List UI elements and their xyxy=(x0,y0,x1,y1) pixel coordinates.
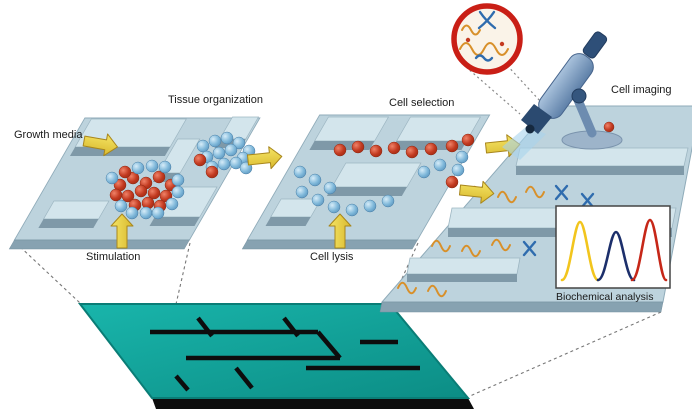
chromatogram-peak-2 xyxy=(596,230,636,282)
lens-dot xyxy=(465,37,471,43)
objective-tip xyxy=(525,124,535,134)
label-cell-imaging: Cell imaging xyxy=(611,84,672,96)
arrow-stimulation xyxy=(110,213,134,249)
label-cell-lysis: Cell lysis xyxy=(310,251,354,263)
imaged-cell xyxy=(603,121,615,133)
chip-channels xyxy=(150,316,420,392)
magnifier-lens-icon xyxy=(451,3,542,115)
eyepiece xyxy=(582,31,608,59)
microfluidic-chip xyxy=(77,303,474,409)
cell-cluster-blue xyxy=(193,131,256,179)
lens-ring xyxy=(451,3,523,75)
label-growth-media: Growth media xyxy=(14,129,83,141)
light-beam xyxy=(502,126,546,160)
arrow-stage1-to-stage2 xyxy=(246,146,283,170)
label-tissue-organization: Tissue organization xyxy=(168,94,263,106)
chip-top-face xyxy=(77,303,471,399)
label-stimulation: Stimulation xyxy=(86,251,141,263)
cell-cluster-mixed xyxy=(105,159,185,220)
biochemical-analysis-chart xyxy=(555,205,671,289)
chromatogram-peak-1 xyxy=(560,220,600,282)
arrow-stage2-to-stage3-bottom xyxy=(458,180,495,204)
label-biochemical-analysis: Biochemical analysis xyxy=(556,291,654,303)
label-cell-selection: Cell selection xyxy=(389,97,455,109)
focus-knob xyxy=(571,88,587,104)
arrow-growth-media xyxy=(82,133,118,157)
arrow-cell-lysis xyxy=(328,213,352,249)
platform2-walls xyxy=(265,116,482,226)
chip-underside xyxy=(152,398,474,409)
microscope-pillar xyxy=(573,95,597,138)
selected-cells xyxy=(293,133,475,217)
microscope-icon xyxy=(502,31,623,160)
objective-lens xyxy=(521,104,552,134)
lens-dot xyxy=(499,41,505,47)
chromatogram-peak-3 xyxy=(630,218,668,282)
rna-molecules xyxy=(522,184,595,257)
